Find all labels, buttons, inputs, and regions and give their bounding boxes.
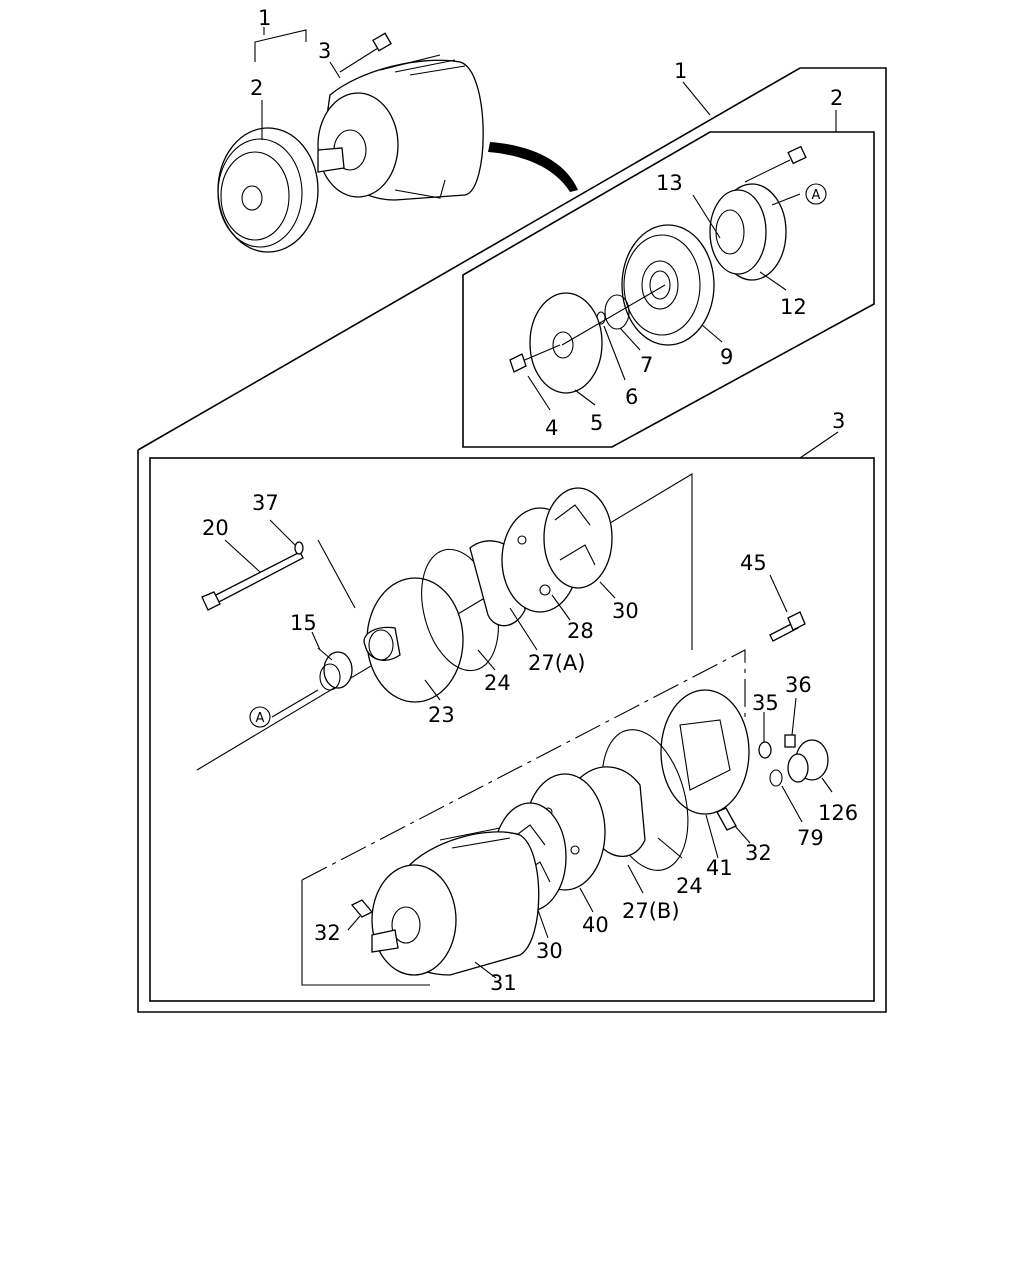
pulley bbox=[217, 127, 319, 253]
bolt bbox=[509, 353, 527, 373]
o-ring-79 bbox=[769, 769, 783, 787]
transition-arrow bbox=[488, 142, 578, 192]
label-32-right: 32 bbox=[745, 841, 772, 865]
frame-compressor-3 bbox=[149, 457, 875, 1002]
frame-assembly-1 bbox=[137, 67, 887, 1013]
label-1: 1 bbox=[674, 59, 687, 83]
pin-32 bbox=[716, 807, 737, 831]
label-40: 40 bbox=[582, 913, 609, 937]
reed-valve bbox=[543, 487, 613, 589]
label-24-a: 24 bbox=[484, 671, 511, 695]
label-45: 45 bbox=[740, 551, 767, 575]
label-1-top: 1 bbox=[258, 6, 271, 30]
label-36: 36 bbox=[785, 673, 812, 697]
label-6: 6 bbox=[625, 385, 638, 409]
clutch-parts bbox=[509, 145, 807, 394]
shaft bbox=[317, 147, 345, 173]
washer-35 bbox=[758, 741, 772, 759]
label-24-b: 24 bbox=[676, 874, 703, 898]
label-20: 20 bbox=[202, 516, 229, 540]
snap-ring bbox=[604, 294, 630, 330]
rear-head bbox=[660, 689, 750, 815]
label-79: 79 bbox=[797, 826, 824, 850]
reference-a-seal: A bbox=[249, 706, 271, 728]
label-31: 31 bbox=[490, 971, 517, 995]
label-2: 2 bbox=[830, 86, 843, 110]
frame-clutch-2 bbox=[462, 131, 875, 448]
ref-a-label-2: A bbox=[256, 711, 265, 726]
part-labels: 1 2 3 1 2 3 4 5 6 7 9 12 13 15 20 23 24 … bbox=[202, 6, 858, 995]
label-15: 15 bbox=[290, 611, 317, 635]
front-head-parts bbox=[201, 487, 613, 703]
subframe-front-head bbox=[196, 473, 693, 771]
through-bolt bbox=[211, 551, 304, 605]
label-37: 37 bbox=[252, 491, 279, 515]
label-30-b: 30 bbox=[536, 939, 563, 963]
subframe-rear-body bbox=[301, 649, 746, 986]
gasket-b bbox=[579, 766, 646, 857]
label-27-a: 27(A) bbox=[528, 651, 585, 675]
label-27-b: 27(B) bbox=[622, 899, 680, 923]
clutch-pulley bbox=[621, 224, 715, 346]
label-4: 4 bbox=[545, 416, 558, 440]
washer bbox=[294, 541, 304, 555]
label-32-left: 32 bbox=[314, 921, 341, 945]
leader-lines bbox=[224, 27, 839, 979]
label-41: 41 bbox=[706, 856, 733, 880]
label-30-a: 30 bbox=[612, 599, 639, 623]
label-2-top: 2 bbox=[250, 76, 263, 100]
label-12: 12 bbox=[780, 295, 807, 319]
label-7: 7 bbox=[640, 353, 653, 377]
label-126: 126 bbox=[818, 801, 858, 825]
ref-a-label: A bbox=[812, 188, 821, 203]
rear-head-parts bbox=[350, 611, 829, 976]
label-28: 28 bbox=[567, 619, 594, 643]
label-13: 13 bbox=[656, 171, 683, 195]
label-35: 35 bbox=[752, 691, 779, 715]
label-9: 9 bbox=[720, 345, 733, 369]
screw-36 bbox=[784, 734, 796, 748]
label-3-top: 3 bbox=[318, 39, 331, 63]
label-5: 5 bbox=[590, 411, 603, 435]
label-23: 23 bbox=[428, 703, 455, 727]
label-3: 3 bbox=[832, 409, 845, 433]
pin-32-left bbox=[350, 899, 374, 918]
reference-a-clutch: A bbox=[805, 183, 827, 205]
compressor-assembly-top bbox=[217, 32, 578, 253]
